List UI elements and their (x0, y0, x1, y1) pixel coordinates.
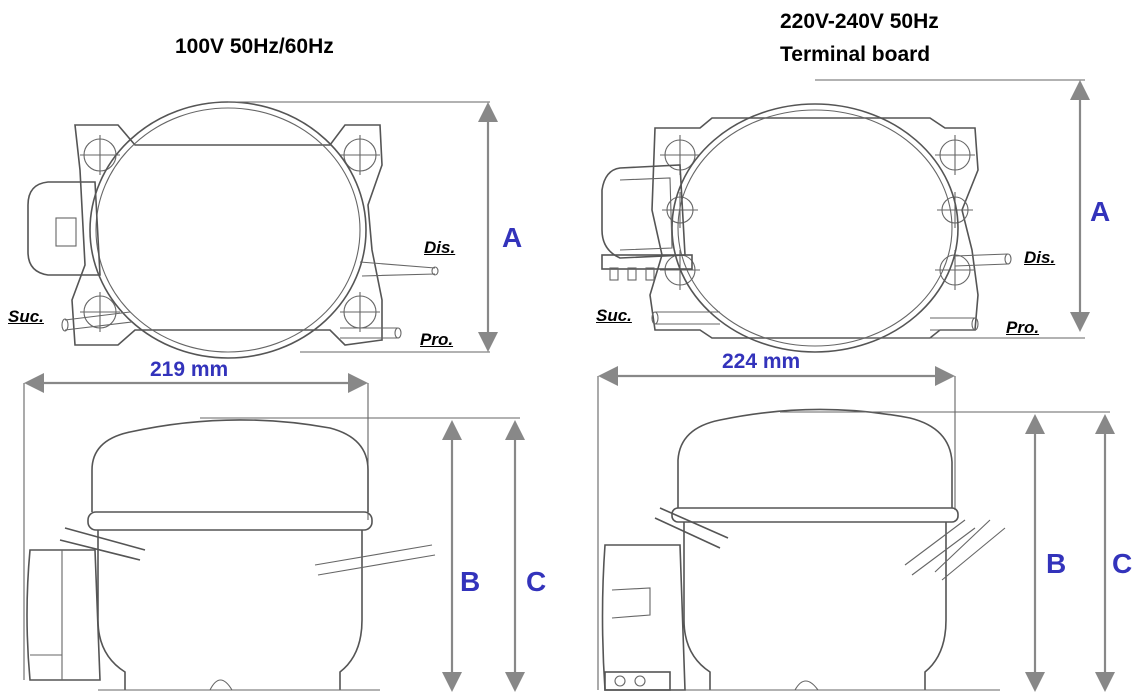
left-dim-a: A (502, 222, 523, 253)
left-port-pro: Pro. (420, 330, 454, 349)
right-top-view (601, 79, 1090, 353)
left-top-view (27, 101, 498, 359)
left-dim-b: B (460, 566, 481, 597)
right-width-label: 224 mm (722, 350, 801, 373)
left-side-view (23, 373, 525, 692)
left-port-suc: Suc. (8, 307, 44, 326)
right-side-view (597, 366, 1115, 692)
left-width-label: 219 mm (150, 358, 229, 381)
right-dim-a: A (1090, 196, 1111, 227)
right-port-pro: Pro. (1006, 318, 1040, 337)
left-title: 100V 50Hz/60Hz (175, 35, 334, 58)
right-dim-c: C (1112, 548, 1133, 579)
right-title-line1: 220V-240V 50Hz (780, 10, 939, 33)
right-dim-b: B (1046, 548, 1067, 579)
right-port-dis: Dis. (1024, 248, 1056, 267)
right-title-line2: Terminal board (780, 43, 931, 66)
right-port-suc: Suc. (596, 306, 632, 325)
left-dim-c: C (526, 566, 547, 597)
left-port-dis: Dis. (424, 238, 456, 257)
